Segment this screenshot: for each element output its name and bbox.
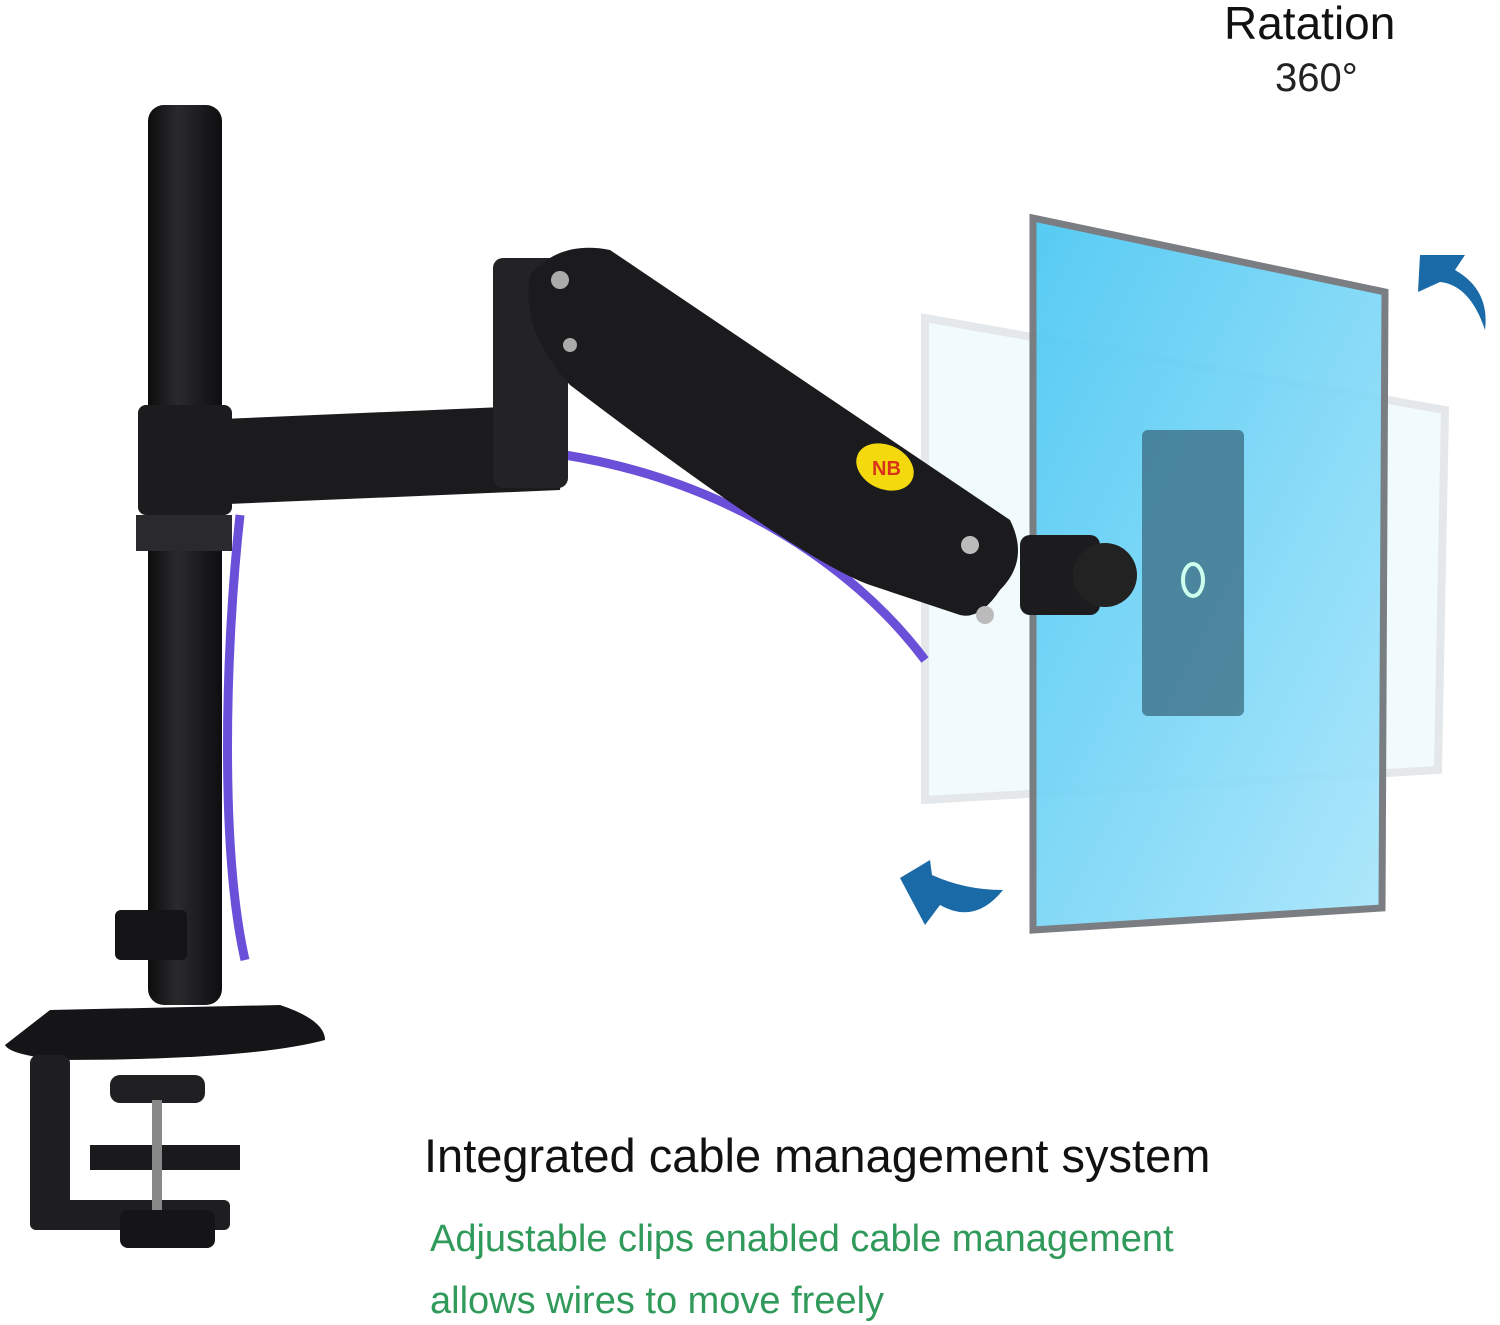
rotate-arrow-bottom-icon <box>900 860 1003 925</box>
rotation-title: Ratation <box>1224 0 1396 49</box>
rotation-value: 360° <box>1275 56 1358 100</box>
lower-arm <box>198 405 565 505</box>
monitor <box>1029 213 1389 934</box>
subtext-line-2: allows wires to move freely <box>430 1280 885 1322</box>
rotate-arrow-top-icon <box>1418 255 1486 330</box>
nb-logo: NB <box>856 443 914 491</box>
vesa-plate <box>1142 430 1244 716</box>
subtext-line-1: Adjustable clips enabled cable managemen… <box>430 1218 1174 1260</box>
gas-spring-arm <box>528 247 1018 616</box>
pole <box>148 105 222 1005</box>
headline: Integrated cable management system <box>424 1129 1211 1182</box>
desk-clamp <box>5 1005 325 1248</box>
svg-text:NB: NB <box>872 458 901 480</box>
